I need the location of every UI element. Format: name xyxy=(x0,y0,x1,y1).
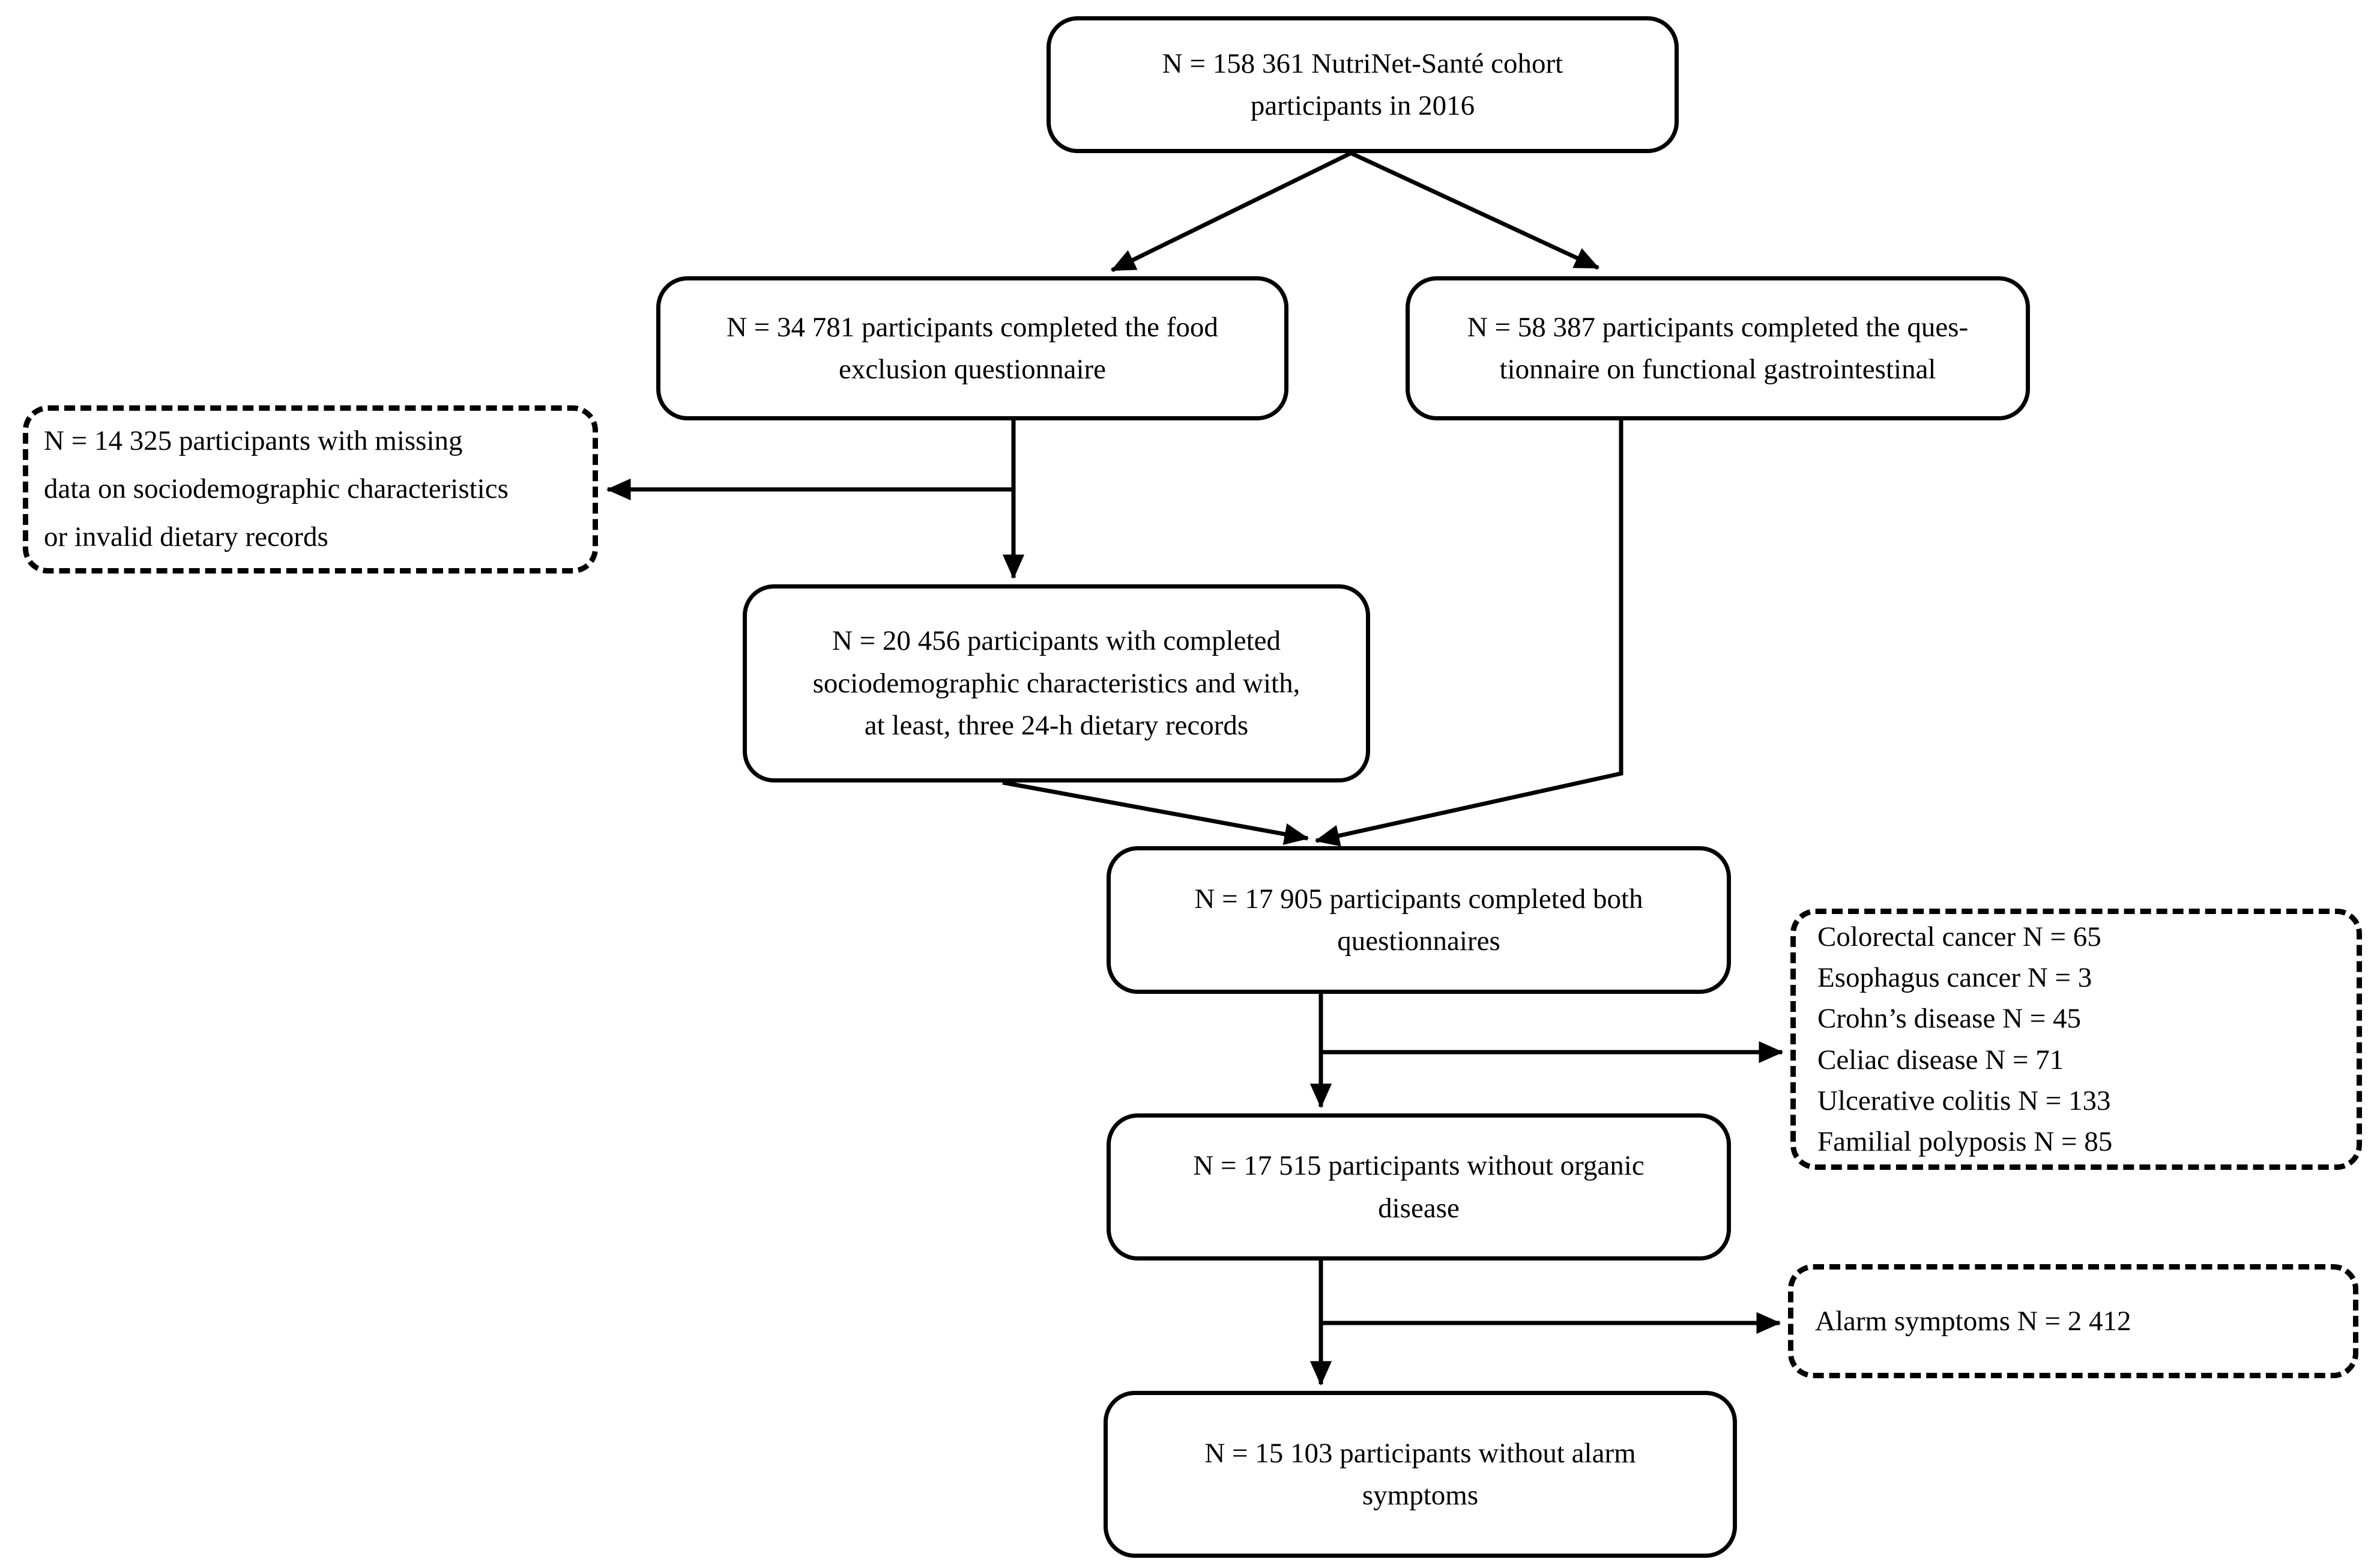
arrow-sociodemo-to-both xyxy=(1002,780,1309,845)
node-without-alarm-symptoms: N = 15 103 participants without alarm sy… xyxy=(1104,1391,1737,1558)
node-without-organic-disease: N = 17 515 participants without organic … xyxy=(1107,1113,1731,1261)
node-cohort-2016: N = 158 361 NutriNet-Santé cohort partic… xyxy=(1047,16,1679,153)
arrow-fgid-to-both xyxy=(1314,420,1623,847)
arrow-cohort-to-fgid xyxy=(1350,151,1600,270)
node-complete-sociodemographic: N = 20 456 participants with completed s… xyxy=(743,584,1370,782)
node-excluded-organic-diseases: Colorectal cancer N = 65 Esophagus cance… xyxy=(1790,909,2362,1170)
node-food-exclusion-questionnaire: N = 34 781 participants completed the fo… xyxy=(656,276,1288,420)
node-excluded-missing-data: N = 14 325 participants with missing dat… xyxy=(23,405,598,574)
node-excluded-alarm-symptoms: Alarm symptoms N = 2 412 xyxy=(1788,1264,2358,1378)
arrow-cohort-to-food-exclusion xyxy=(1110,151,1352,273)
node-completed-both-questionnaires: N = 17 905 participants completed both q… xyxy=(1107,846,1731,994)
node-functional-gastrointestinal-questionnaire: N = 58 387 participants completed the qu… xyxy=(1406,276,2030,420)
